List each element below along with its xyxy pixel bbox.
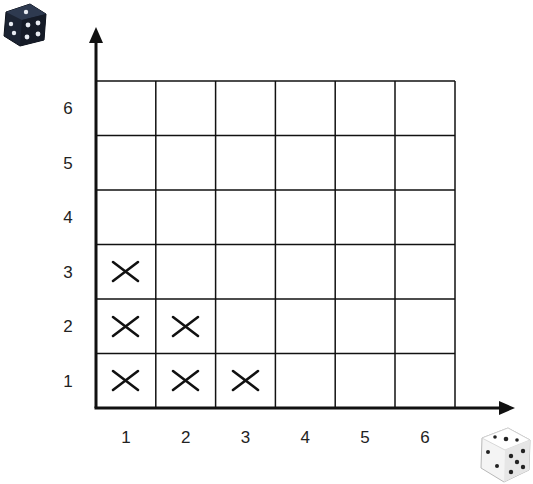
x-axis-number: 1 [121, 429, 130, 446]
x-axis-number: 2 [181, 429, 190, 446]
y-axis-number: 4 [63, 209, 72, 226]
x-axis-number: 3 [241, 429, 250, 446]
dark-die [4, 4, 46, 46]
grid-lines [96, 81, 455, 408]
y-axis-number: 6 [63, 100, 72, 117]
x-axis-number: 6 [420, 429, 429, 446]
cross-marks [113, 262, 258, 390]
white-die [481, 428, 530, 482]
x-axis-number: 5 [360, 429, 369, 446]
y-axis-number: 2 [63, 318, 72, 335]
axes [89, 27, 515, 415]
y-axis-number: 1 [63, 372, 72, 389]
x-axis-number: 4 [301, 429, 310, 446]
y-axis-number: 5 [63, 154, 72, 171]
y-axis-number: 3 [63, 263, 72, 280]
